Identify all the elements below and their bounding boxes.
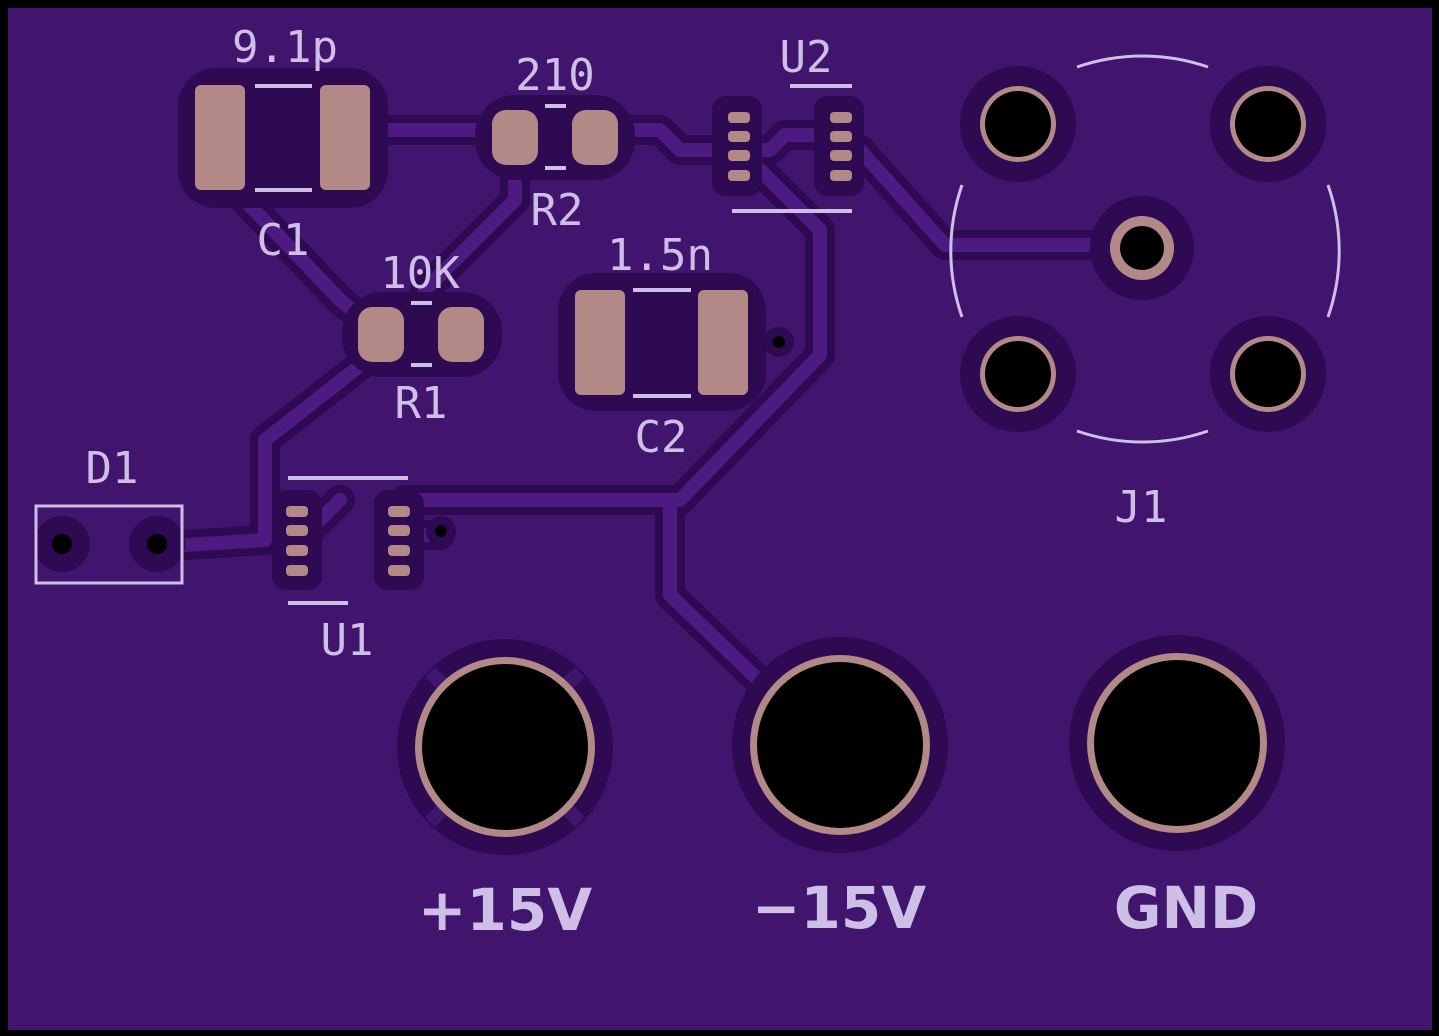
u1-footprint: U1 — [272, 476, 456, 666]
d1-ref: D1 — [86, 443, 139, 494]
c2-footprint: 1.5n C2 — [558, 230, 794, 463]
c2-ref: C2 — [635, 412, 688, 463]
terminal-gnd: GND — [1069, 635, 1285, 942]
via — [435, 525, 447, 537]
j1-footprint: J1 — [949, 54, 1341, 533]
j1-drill — [1235, 341, 1301, 407]
terminal-label-gnd: GND — [1114, 874, 1258, 942]
d1-footprint: D1 — [34, 443, 185, 585]
j1-drill — [1235, 91, 1301, 157]
terminal-label-plus15v: +15V — [418, 876, 592, 944]
r1-value: 10K — [380, 248, 460, 299]
c1-value: 9.1p — [232, 22, 338, 73]
c2-pad-2 — [698, 290, 748, 395]
r2-ref: R2 — [531, 185, 584, 236]
terminal-plus15v: +15V — [397, 639, 613, 944]
via — [773, 336, 785, 348]
c2-value: 1.5n — [607, 230, 713, 281]
r2-pad-1 — [492, 110, 538, 165]
r2-footprint: 210 R2 — [475, 50, 635, 236]
r1-pad-1 — [358, 307, 404, 362]
r1-pad-2 — [438, 307, 484, 362]
terminal-drill — [422, 664, 588, 830]
j1-drill — [985, 91, 1051, 157]
j1-drill — [985, 341, 1051, 407]
c2-pad-1 — [575, 290, 625, 395]
terminal-drill — [1094, 660, 1260, 826]
c1-footprint: 9.1p C1 — [178, 22, 388, 266]
r1-footprint: 10K R1 — [342, 248, 502, 429]
d1-drill-2 — [147, 534, 167, 554]
c1-ref: C1 — [257, 215, 310, 266]
j1-ref: J1 — [1115, 482, 1168, 533]
terminal-label-minus15v: −15V — [752, 874, 926, 942]
r2-value: 210 — [515, 50, 594, 101]
r1-ref: R1 — [395, 378, 448, 429]
j1-drill-center — [1120, 226, 1164, 270]
terminal-drill — [757, 662, 923, 828]
u2-ref: U2 — [780, 32, 833, 83]
d1-drill-1 — [52, 534, 72, 554]
terminal-minus15v: −15V — [732, 637, 948, 942]
c1-pad-2 — [320, 85, 370, 190]
u2-footprint: U2 — [712, 32, 864, 213]
u1-ref: U1 — [321, 615, 374, 666]
c1-pad-1 — [195, 85, 245, 190]
r2-pad-2 — [572, 110, 618, 165]
